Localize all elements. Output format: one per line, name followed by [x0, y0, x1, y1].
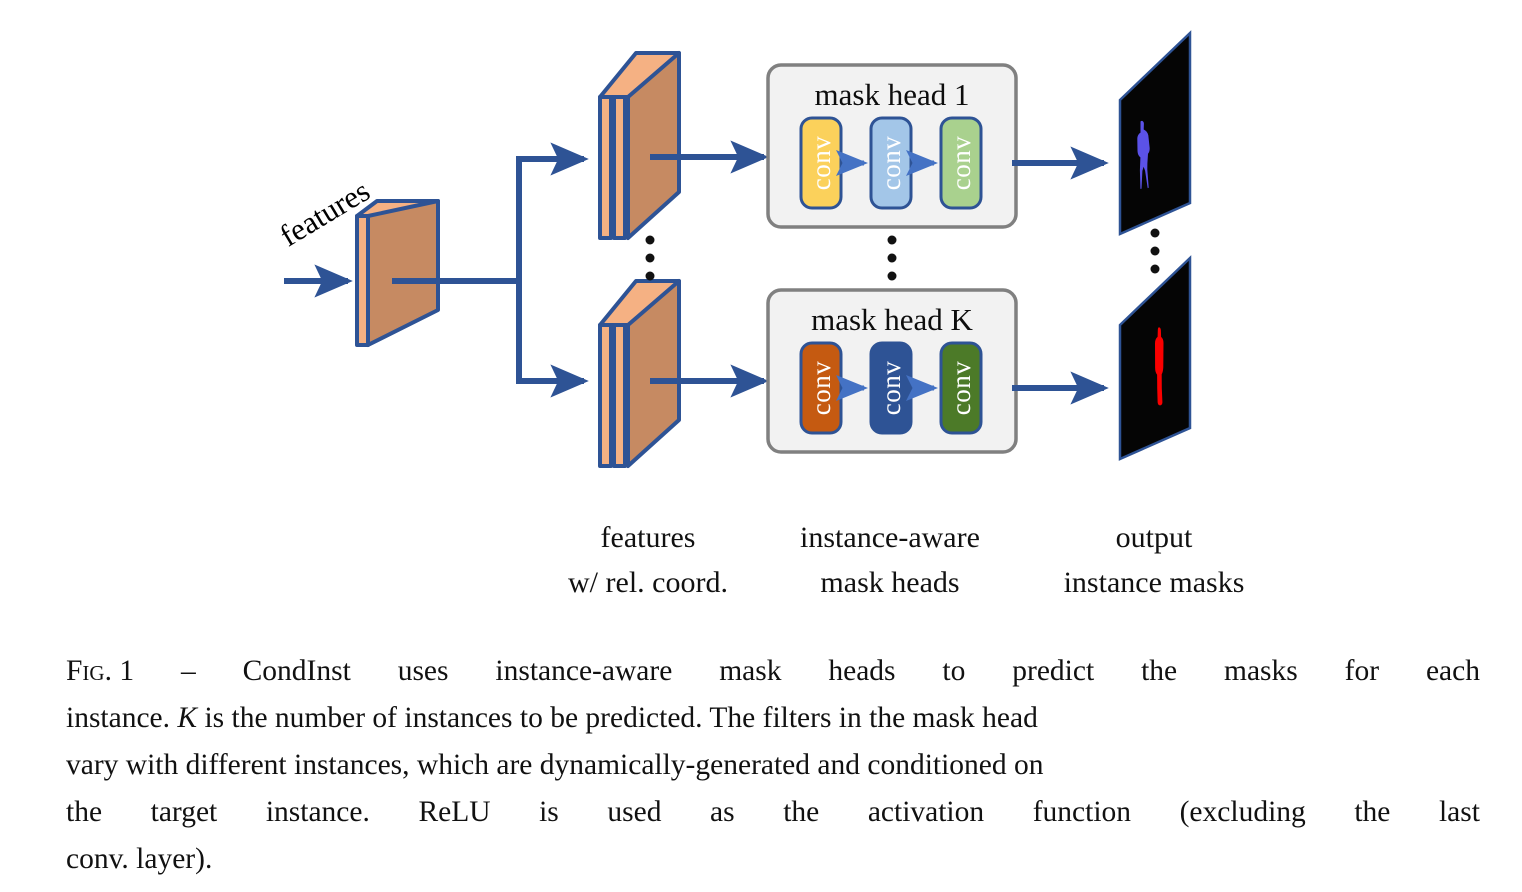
- caption-w-relu: ReLU: [418, 796, 491, 828]
- caption-w-target: target: [150, 796, 218, 828]
- output-mask-plane-1: [1118, 30, 1192, 236]
- caption-line-2: instance. K is the number of instances t…: [66, 695, 1480, 742]
- ellipsis-output-column: [1150, 228, 1160, 274]
- caption-w-instance-aware: instance-aware: [495, 655, 673, 687]
- ellipsis-features-column: [645, 235, 655, 281]
- column-label-output-line1: output: [1116, 521, 1193, 554]
- caption-line-5: conv. layer).: [66, 843, 213, 875]
- output-instance-mask-2: [1118, 255, 1192, 461]
- caption-line-3: vary with different instances, which are…: [66, 749, 1044, 781]
- caption-line-1: Fig. 1 – CondInst uses instance-aware ma…: [66, 648, 1480, 695]
- caption-dash: –: [180, 655, 196, 687]
- caption-w-each: each: [1425, 655, 1480, 687]
- output-instance-mask-1: [1118, 30, 1192, 236]
- ellipsis-mask-heads-column: [887, 235, 897, 281]
- mask-head-1-conv-2-label: conv: [876, 136, 906, 190]
- caption-w-function: function: [1032, 796, 1132, 828]
- mask-head-1-title: mask head 1: [815, 77, 970, 112]
- diagram-figure: features: [274, 30, 1245, 599]
- caption-w-the4: the: [1354, 796, 1391, 828]
- caption-line2-rest: is the number of instances to be predict…: [204, 702, 1038, 734]
- figure-caption: Fig. 1 – CondInst uses instance-aware ma…: [66, 648, 1480, 883]
- caption-w-for: for: [1344, 655, 1380, 687]
- caption-w-condinst: CondInst: [242, 655, 351, 687]
- caption-fig-tag: Fig. 1: [66, 648, 134, 695]
- caption-w-predict: predict: [1012, 655, 1095, 687]
- caption-fig-number: 1: [119, 655, 135, 687]
- column-label-features-line1: features: [601, 521, 696, 554]
- person-silhouette-blue: [1137, 120, 1150, 189]
- column-label-output-line2: instance masks: [1064, 566, 1245, 599]
- caption-w-uses: uses: [397, 655, 449, 687]
- caption-w-excluding: (excluding: [1179, 796, 1306, 828]
- caption-w-instance: instance.: [66, 702, 171, 734]
- column-label-features-line2: w/ rel. coord.: [568, 566, 728, 599]
- caption-w-masks: masks: [1224, 655, 1298, 687]
- caption-w-as: as: [710, 796, 735, 828]
- mask-head-k-conv-1-label: conv: [806, 361, 836, 415]
- caption-w-to: to: [942, 655, 966, 687]
- caption-w-last: last: [1438, 796, 1480, 828]
- branch-connector: [392, 142, 589, 398]
- caption-w-the2: the: [66, 796, 103, 828]
- rel-coord-slab-bottom: [598, 279, 681, 468]
- rel-coord-slab-top: [598, 51, 681, 240]
- mask-head-k-conv-3-label: conv: [946, 361, 976, 415]
- output-mask-plane-2: [1118, 255, 1192, 461]
- caption-fig-tag-small: ig.: [82, 655, 112, 687]
- caption-w-mask: mask: [719, 655, 782, 687]
- person-silhouette-red: [1155, 327, 1164, 406]
- mask-head-1-conv-3[interactable]: [939, 116, 983, 210]
- column-label-mask-heads-line1: instance-aware: [800, 521, 980, 554]
- mask-head-k[interactable]: mask head K conv conv conv: [766, 288, 1018, 454]
- mask-head-k-conv-3[interactable]: [939, 341, 983, 435]
- caption-w-the: the: [1141, 655, 1178, 687]
- column-label-mask-heads-line2: mask heads: [820, 566, 959, 599]
- mask-head-k-conv-2-label: conv: [876, 361, 906, 415]
- caption-w-the3: the: [783, 796, 820, 828]
- column-label-features: features w/ rel. coord.: [568, 521, 728, 599]
- column-label-mask-heads: instance-aware mask heads: [800, 521, 980, 599]
- mask-head-k-title: mask head K: [811, 302, 973, 337]
- caption-fig-tag-big: F: [66, 655, 83, 687]
- mask-head-1-conv-1-label: conv: [806, 136, 836, 190]
- column-label-output: output instance masks: [1064, 521, 1245, 599]
- condinst-architecture-diagram: features: [274, 30, 1245, 599]
- caption-var-k: K: [177, 702, 198, 734]
- input-features-slab: [355, 199, 440, 347]
- caption-line-4: the target instance. ReLU is used as the…: [66, 789, 1480, 836]
- caption-w-heads: heads: [828, 655, 896, 687]
- caption-w-used: used: [607, 796, 662, 828]
- caption-w-activation: activation: [867, 796, 985, 828]
- mask-head-1[interactable]: mask head 1 conv conv conv: [766, 63, 1018, 229]
- mask-head-1-conv-3-label: conv: [946, 136, 976, 190]
- caption-w-instance2: instance.: [265, 796, 370, 828]
- caption-w-is: is: [539, 796, 559, 828]
